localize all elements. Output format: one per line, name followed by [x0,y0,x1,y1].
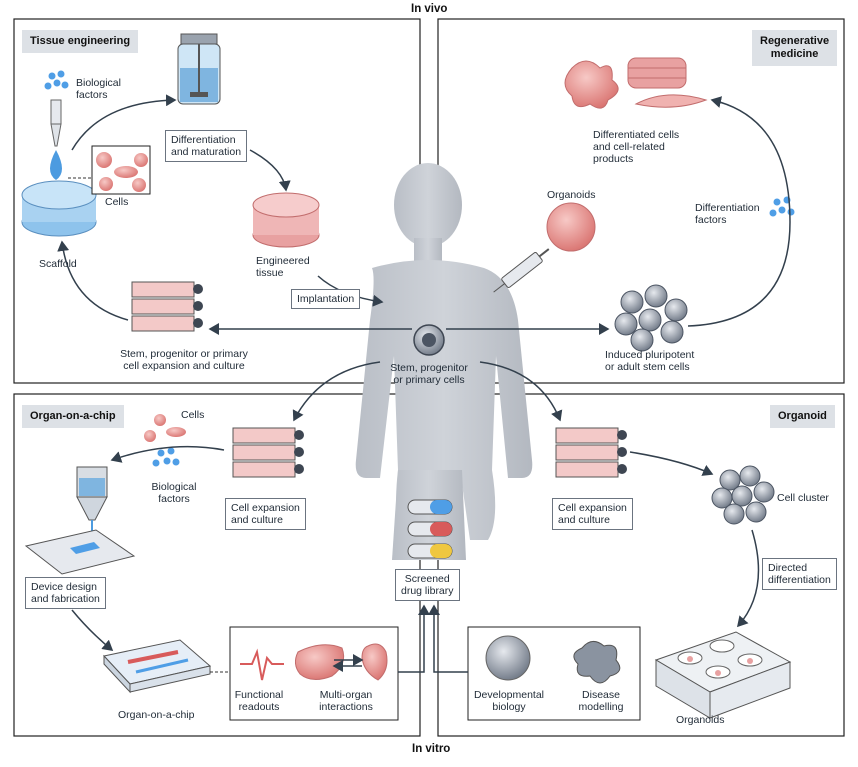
implantation-box: Implantation [291,289,361,309]
organ-chip-device-icon [103,639,212,694]
pipette-icon [50,99,62,180]
biological-factors-label: Biological factors [76,77,121,101]
organ-on-chip-panel [13,393,421,737]
human-silhouette [355,163,533,560]
stem-expansion-label: Stem, progenitor or primary cell expansi… [120,348,248,372]
arrow-readouts-to-drugs [398,604,430,673]
cells-label: Cells [105,196,129,208]
stem-cell-icon [413,324,445,356]
multi-organ-label: Multi-organ interactions [319,689,373,713]
tissue-engineering-title: Tissue engineering [22,30,139,53]
chip-plate-icon [24,529,136,575]
liver-icon [294,644,345,680]
arrow-ipsc-to-differentiated [687,96,791,327]
organoid-title: Organoid [770,405,835,428]
chip-cell-expansion-box: Cell expansion and culture [225,498,306,530]
in-vivo-label: In vivo [411,3,448,15]
arrow-center-to-chip-expansion [292,361,381,422]
flask-stack-icon [131,281,203,332]
organoids-result-label: Organoids [676,714,725,726]
engineered-tissue-icon [252,192,320,248]
differentiated-cells-label: Differentiated cells and cell-related pr… [593,129,680,165]
pulse-icon [240,648,284,681]
organoid-panel [437,393,845,737]
drug-pills-icon [407,499,453,559]
syringe-icon [493,248,550,293]
organ-on-chip-title: Organ-on-a-chip [22,405,124,428]
arrow-cluster-to-organoids [737,529,760,628]
differentiated-cells-icon [564,57,708,109]
organ-on-chip-label: Organ-on-a-chip [118,709,195,721]
chip-cells-icon [144,414,186,442]
arrow-expansion-to-cluster [629,451,714,476]
chip-biological-factors-dots [152,447,180,467]
disease-modelling-label: Disease modelling [578,689,624,713]
well-plate-icon [654,631,792,719]
functional-readouts-label: Functional readouts [234,689,284,713]
differentiation-factors-label: Differentiation factors [695,202,760,226]
cell-cluster-label: Cell cluster [777,492,829,504]
organoid-cell-expansion-box: Cell expansion and culture [552,498,633,530]
chip-biological-factors-label: Biological factors [151,481,197,505]
developmental-sphere-icon [485,635,531,681]
arrow-scaffold-to-bioreactor [71,94,177,151]
cells-inset [91,145,151,195]
printer-nozzle-icon [76,466,108,540]
developmental-biology-label: Developmental biology [473,689,545,713]
regenerative-medicine-title: Regenerative medicine [752,30,838,66]
screened-drug-library-box: Screened drug library [395,569,460,601]
disease-cell-icon [573,641,621,684]
arrow-applications-to-drugs [428,604,468,673]
stem-cell-cluster-icon [614,284,688,352]
biological-factors-dots [44,70,69,90]
directed-differentiation-box: Directed differentiation [762,558,837,590]
chip-cells-label: Cells [181,409,205,421]
chip-flask-stack-icon [232,427,304,478]
cell-cluster-icon [711,465,775,525]
device-design-box: Device design and fabrication [25,577,106,609]
arrow-device-to-chip [71,609,114,651]
arrow-bioreactor-to-tissue [249,149,291,192]
organoids-icon [546,202,596,252]
ipsc-label: Induced pluripotent or adult stem cells [605,349,695,373]
arrow-expansion-to-scaffold [57,240,129,321]
stem-cells-label: Stem, progenitor or primary cells [390,362,468,386]
organoid-flask-stack-icon [555,427,627,478]
scaffold-icon [21,180,97,237]
bioreactor-icon [177,33,221,105]
in-vitro-label: In vitro [412,743,451,755]
arrow-center-to-organoid-expansion [479,361,563,422]
heart-icon [361,643,388,681]
engineered-tissue-label: Engineered tissue [256,255,310,279]
organoids-label: Organoids [547,189,596,201]
scaffold-label: Scaffold [39,258,77,270]
arrow-factors-to-printer [110,445,225,463]
differentiation-maturation-box: Differentiation and maturation [165,130,248,162]
differentiation-factors-dots [769,196,795,217]
